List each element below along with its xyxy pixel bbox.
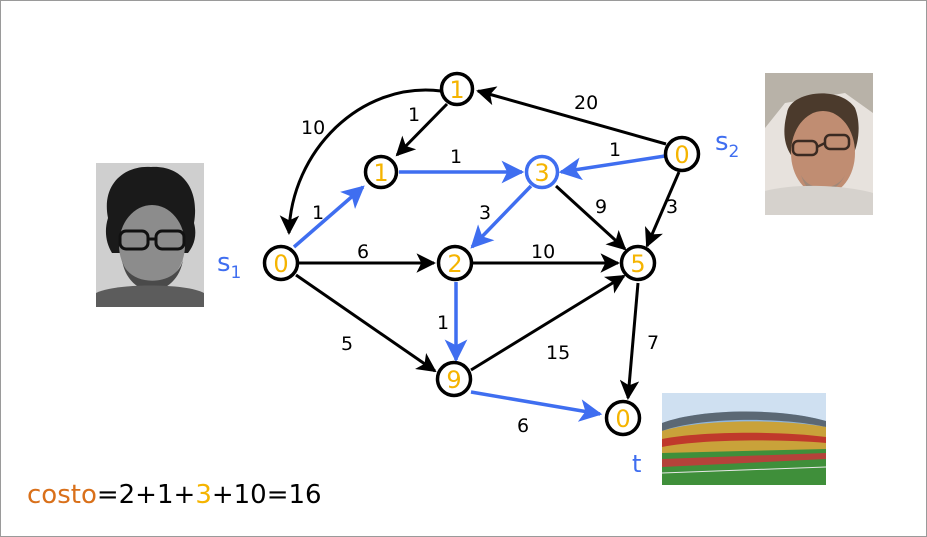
weight-s2-to-b: 1 <box>609 139 621 161</box>
weight-b-to-c: 3 <box>479 202 491 224</box>
portrait-right-image <box>765 73 873 215</box>
weight-e-to-d: 15 <box>546 342 570 364</box>
cost-word: costo <box>27 480 97 510</box>
weight-b-to-d: 9 <box>595 196 607 218</box>
node-b: 3 <box>524 154 560 190</box>
edge-s2-to-d <box>645 171 681 248</box>
edge-s2-to-b <box>558 154 666 181</box>
node-c-value: 2 <box>447 250 462 278</box>
weight-s1-to-c: 6 <box>357 241 369 263</box>
edge-e-to-d <box>470 274 626 372</box>
node-e-value: 9 <box>446 366 461 394</box>
weight-s2-to-top: 20 <box>574 92 598 114</box>
cost-highlight: 3 <box>195 480 212 510</box>
label-s2: s2 <box>715 127 739 162</box>
cost-prefix: =2+1+ <box>96 480 196 510</box>
weight-top-to-a: 1 <box>408 104 420 126</box>
edge-e-to-t <box>470 390 603 422</box>
portrait-left-image <box>96 163 204 307</box>
edge-b-to-c <box>470 184 533 249</box>
label-s1: s1 <box>217 248 241 283</box>
stadium-image <box>662 393 826 485</box>
weight-s2-to-d: 3 <box>666 196 678 218</box>
edge-top-to-s1 <box>279 88 442 235</box>
edge-s1-to-a <box>292 185 365 249</box>
node-d: 5 <box>619 244 657 282</box>
node-s1: 0 <box>262 244 300 282</box>
weight-s1-to-e: 5 <box>341 333 353 355</box>
node-b-value: 3 <box>534 159 549 187</box>
edge-b-to-d <box>554 184 627 251</box>
node-d-value: 5 <box>630 250 645 278</box>
weight-c-to-d: 10 <box>531 241 555 263</box>
edge-s1-to-e <box>295 273 437 373</box>
node-c: 2 <box>436 244 474 282</box>
edge-d-to-t <box>619 282 640 400</box>
node-e: 9 <box>435 360 473 398</box>
node-a: 1 <box>363 154 399 190</box>
label-t: t <box>632 450 641 478</box>
edge-top-to-a <box>395 102 449 157</box>
node-t: 0 <box>604 399 642 437</box>
node-s2: 0 <box>663 135 701 173</box>
weight-top-to-s1: 10 <box>301 117 325 139</box>
node-s1-value: 0 <box>273 250 288 278</box>
weight-a-to-b: 1 <box>450 146 462 168</box>
node-top-value: 1 <box>449 76 464 104</box>
node-a-value: 1 <box>373 159 388 187</box>
weight-e-to-t: 6 <box>517 415 529 437</box>
weight-c-to-e: 1 <box>437 312 449 334</box>
node-top: 1 <box>439 71 475 107</box>
cost-formula: costo=2+1+3+10=16 <box>27 480 322 510</box>
edge-s2-to-top <box>476 86 667 146</box>
node-s2-value: 0 <box>674 141 689 169</box>
weight-d-to-t: 7 <box>647 332 659 354</box>
node-t-value: 0 <box>615 405 630 433</box>
cost-suffix: +10=16 <box>211 480 322 510</box>
weight-s1-to-a: 1 <box>312 202 324 224</box>
